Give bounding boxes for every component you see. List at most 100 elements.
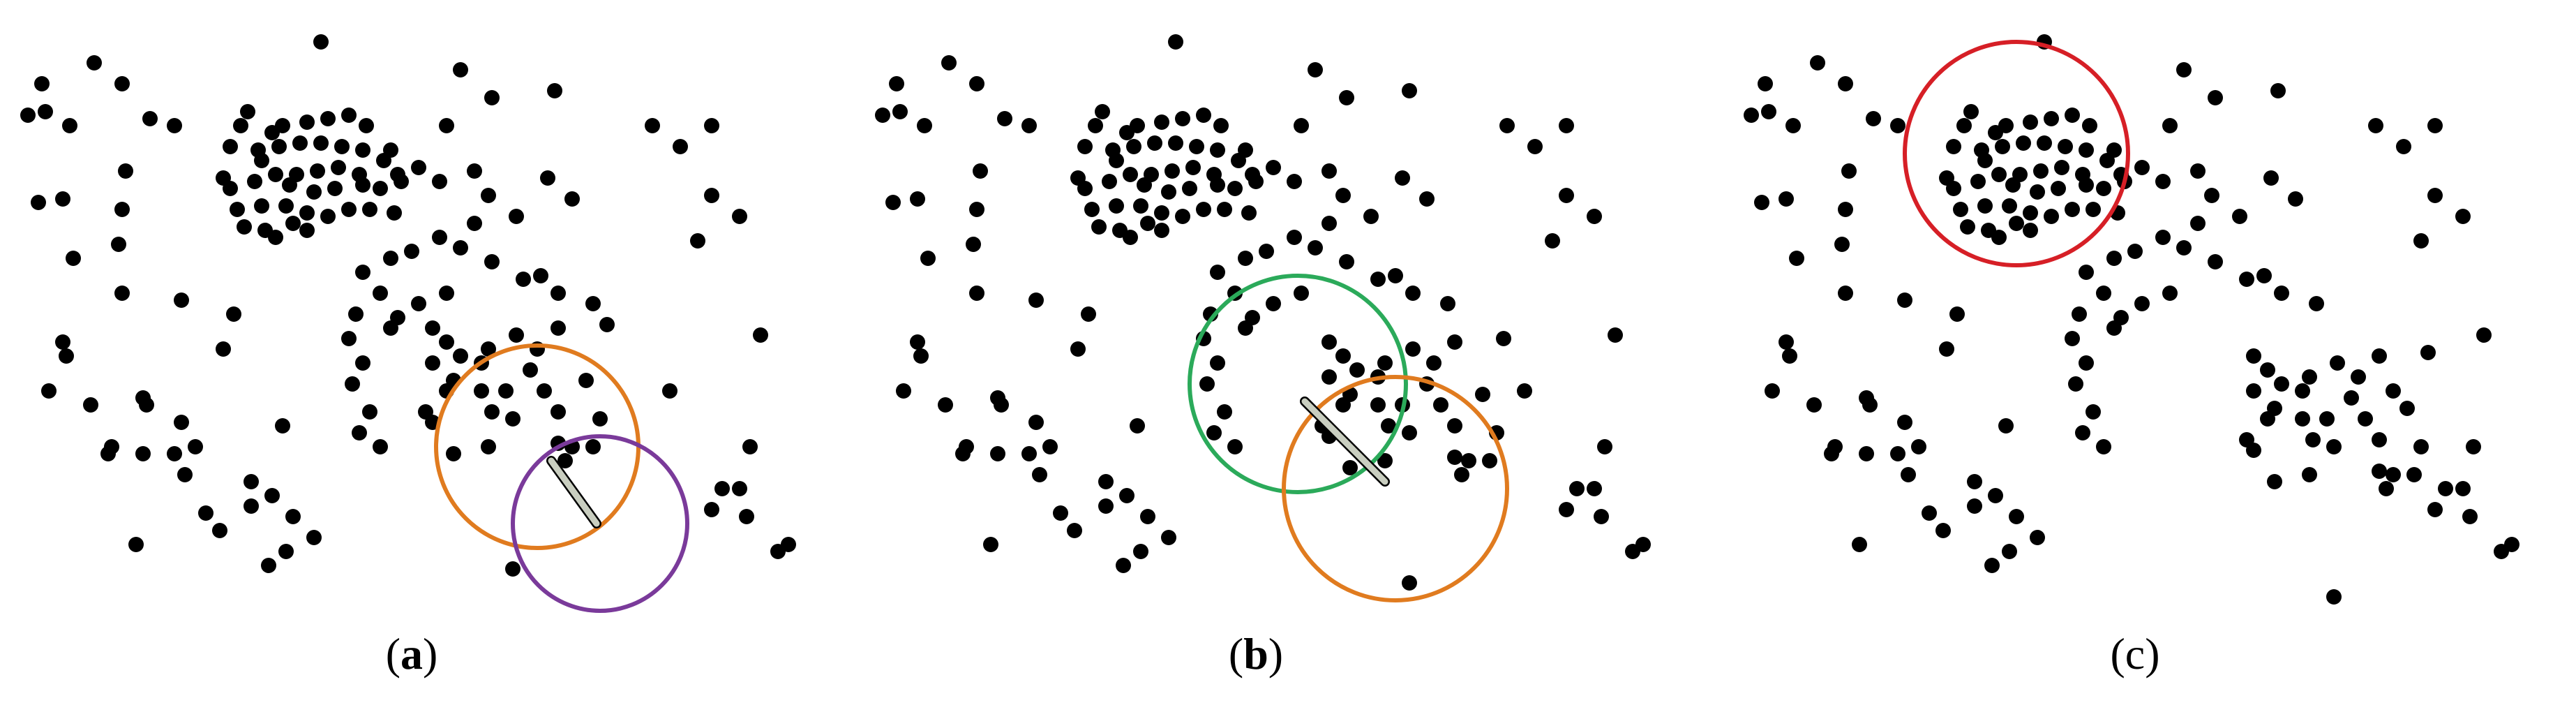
data-point: [973, 163, 988, 179]
data-point: [247, 174, 262, 189]
data-point: [875, 108, 890, 123]
data-point: [2096, 439, 2111, 454]
data-point: [2051, 181, 2066, 196]
data-point: [1377, 453, 1393, 468]
data-point: [2079, 142, 2094, 158]
data-point: [244, 474, 259, 489]
data-point: [2399, 401, 2415, 416]
data-point: [2065, 331, 2080, 346]
data-point: [1447, 418, 1462, 434]
data-point: [1308, 240, 1323, 255]
data-point: [1370, 272, 1386, 287]
data-point: [498, 383, 514, 399]
data-point: [1810, 55, 1825, 71]
data-point: [271, 139, 287, 154]
data-point: [1175, 111, 1190, 126]
data-point: [1266, 160, 1281, 175]
data-point: [990, 446, 1005, 461]
data-point: [1165, 163, 1180, 179]
data-point: [1217, 404, 1232, 420]
data-point: [275, 418, 290, 434]
data-point: [2106, 251, 2122, 266]
data-point: [1960, 219, 1975, 235]
data-point: [2065, 202, 2080, 217]
data-point: [2044, 209, 2059, 224]
data-point: [250, 142, 266, 158]
data-point: [1028, 415, 1044, 430]
data-point: [2085, 202, 2101, 217]
data-point: [62, 118, 77, 133]
data-point: [551, 286, 566, 301]
data-point: [1168, 135, 1183, 151]
data-point: [896, 383, 911, 399]
data-point: [1098, 498, 1114, 514]
data-point: [2190, 163, 2206, 179]
data-point: [1482, 453, 1497, 468]
data-point: [1758, 76, 1773, 91]
data-point: [2379, 481, 2394, 496]
data-point: [114, 286, 130, 301]
data-point: [432, 174, 447, 189]
panel-a: [20, 34, 796, 613]
data-point: [467, 216, 482, 231]
data-point: [2302, 369, 2317, 385]
data-point: [1779, 191, 1794, 207]
data-point: [1988, 488, 2003, 503]
data-point: [2270, 83, 2286, 98]
data-point: [2326, 589, 2342, 605]
data-point: [128, 537, 144, 552]
data-point: [306, 184, 322, 200]
data-point: [892, 104, 908, 119]
data-point: [1754, 195, 1769, 210]
data-point: [223, 139, 238, 154]
data-point: [41, 383, 57, 399]
data-point: [1608, 327, 1623, 343]
data-point: [299, 205, 315, 221]
data-point: [2079, 177, 2094, 193]
shift-vector: [1301, 398, 1388, 485]
data-point: [268, 167, 283, 182]
data-point: [2044, 111, 2059, 126]
data-point: [1405, 341, 1421, 357]
data-point: [1597, 439, 1612, 454]
data-point: [2155, 230, 2171, 245]
data-point: [1028, 292, 1044, 308]
data-point: [1335, 188, 1351, 203]
data-point: [2106, 320, 2122, 336]
data-point: [327, 181, 343, 196]
data-point: [1053, 505, 1068, 521]
data-point: [1956, 118, 1972, 133]
data-point: [1789, 251, 1804, 266]
data-point: [20, 108, 36, 123]
panel-c-letter: c: [2125, 629, 2146, 679]
data-point: [2162, 118, 2178, 133]
data-point: [2023, 205, 2038, 221]
data-point: [1402, 425, 1417, 440]
data-point: [551, 320, 566, 336]
data-point: [2058, 139, 2073, 154]
data-point: [2413, 233, 2429, 249]
data-point: [439, 286, 454, 301]
data-point: [230, 202, 245, 217]
data-point: [2176, 62, 2192, 77]
data-point: [1447, 450, 1462, 465]
data-point: [1321, 334, 1337, 350]
data-point: [2239, 272, 2254, 287]
data-point: [299, 114, 315, 130]
data-point: [2030, 530, 2045, 545]
data-point: [523, 362, 538, 378]
data-point: [1105, 142, 1121, 158]
data-point: [2096, 286, 2111, 301]
data-point: [1461, 453, 1476, 468]
data-point: [920, 251, 936, 266]
data-point: [1744, 108, 1759, 123]
data-point: [1070, 341, 1086, 357]
data-point: [1349, 362, 1365, 378]
data-point: [1287, 174, 1302, 189]
data-point: [55, 334, 70, 350]
data-point: [1259, 244, 1274, 259]
data-point: [2054, 160, 2069, 175]
data-point: [2295, 383, 2310, 399]
data-point: [509, 327, 524, 343]
data-point: [331, 160, 346, 175]
